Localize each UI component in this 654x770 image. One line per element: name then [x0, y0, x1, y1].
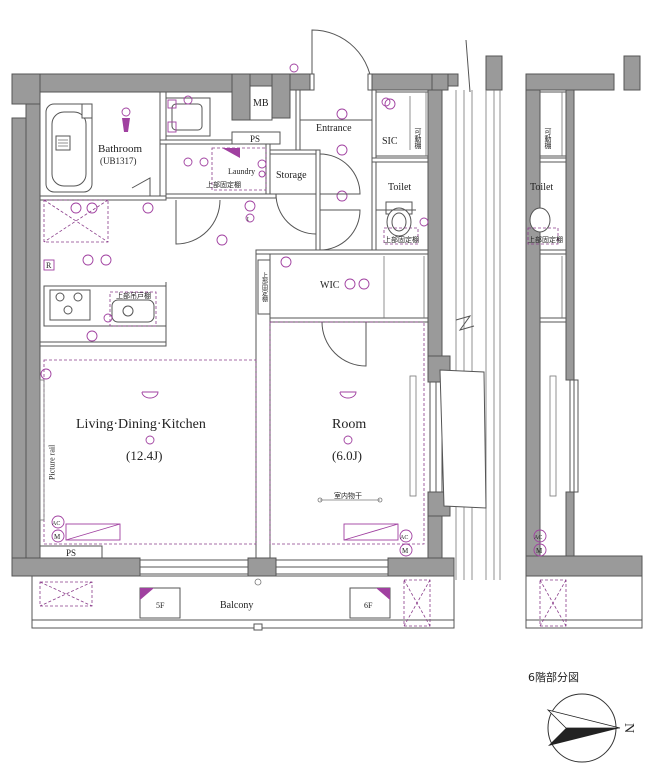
bathroom-label: Bathroom — [98, 143, 142, 155]
m-ldk-symbol: M — [54, 533, 61, 541]
bathroom-model: (UB1317) — [100, 156, 137, 166]
room-label: Room — [332, 417, 366, 432]
picture-rail-label: Picture rail — [48, 444, 57, 480]
ldk-label: Living·Dining·Kitchen — [76, 417, 206, 432]
compass-icon — [546, 693, 621, 763]
compass-north-label: N — [621, 723, 636, 733]
toilet-label: Toilet — [388, 182, 411, 193]
toilet — [376, 201, 419, 245]
sic-shelf-note: 可動棚 — [414, 128, 422, 150]
kitchen — [43, 199, 167, 342]
ps-bottom-box — [39, 545, 103, 559]
sic-small-icon — [381, 97, 391, 107]
indoor-drying-note: 室内物干 — [334, 491, 362, 500]
hatch-6f-label: 6F — [364, 601, 373, 610]
toilet-outlet-icon — [419, 217, 429, 227]
toilet-6f-shelf-note: 上部固定棚 — [528, 235, 563, 244]
storage — [269, 153, 317, 235]
r-symbol: R — [46, 261, 52, 270]
wic — [257, 256, 425, 318]
r-icon — [43, 259, 55, 271]
ac-ldk-icon — [51, 515, 65, 543]
windows — [139, 381, 443, 575]
ac-ldk-symbol: AC — [52, 521, 60, 527]
laundry-shelf-note: 上部固定棚 — [206, 180, 241, 189]
entrance-door[interactable] — [309, 29, 373, 91]
hatch-5f-label: 5F — [156, 601, 165, 610]
partial-caption: 6階部分図 — [528, 670, 579, 684]
corridor-switch-icon — [244, 200, 256, 212]
wic-shelf-note: 上部固定棚 — [261, 271, 268, 303]
ps-top-box — [231, 131, 281, 145]
balcony — [31, 575, 455, 631]
wic-label: WIC — [320, 280, 340, 291]
kitchen-light-1-icon — [70, 202, 82, 214]
m-room-symbol: M — [402, 547, 409, 555]
kitchen-light-2-icon — [86, 202, 98, 214]
storage-label: Storage — [276, 170, 307, 181]
partitions — [39, 89, 429, 559]
entrance-label: Entrance — [316, 123, 352, 134]
ldk — [39, 359, 257, 545]
exterior-railing — [439, 39, 501, 580]
mb-label: MB — [253, 98, 269, 109]
sixth-floor-partial — [525, 55, 643, 629]
room — [269, 321, 425, 545]
m-6f-symbol: M — [536, 547, 543, 555]
hall-light-icon — [336, 190, 348, 202]
kitchen-hanging-cabinet-note: 上部吊戸棚 — [116, 291, 151, 300]
exterior-light-icon — [289, 63, 299, 73]
ac-6f-symbol: AC — [534, 535, 542, 541]
corridor-light-icon — [216, 234, 228, 246]
room-size: (6.0J) — [332, 448, 362, 463]
ac-room-icon — [399, 529, 413, 557]
corridor-t-symbol: t — [247, 215, 249, 223]
sic-6f-shelf-note: 可動棚 — [544, 128, 552, 150]
ldk-size: (12.4J) — [126, 448, 162, 463]
toilet-shelf-note: 上部固定棚 — [384, 235, 419, 244]
ps-top-label: PS — [250, 134, 260, 144]
entrance-light-icon — [336, 108, 348, 120]
ps-bottom-label: PS — [66, 548, 76, 558]
sic-label: SIC — [382, 136, 398, 147]
mb-box — [249, 85, 273, 121]
kitchen-light-3-icon — [142, 202, 154, 214]
corridor-t-icon — [245, 213, 255, 223]
laundry-area — [131, 147, 267, 196]
ac-room-symbol: AC — [400, 535, 408, 541]
balcony-label: Balcony — [220, 600, 253, 611]
vanity — [165, 95, 211, 137]
sic-light-icon — [384, 98, 396, 110]
laundry-label: Laundry — [228, 167, 255, 176]
toilet-6f-label: Toilet — [530, 182, 553, 193]
bathroom — [45, 103, 131, 193]
entrance-light-2-icon — [336, 144, 348, 156]
